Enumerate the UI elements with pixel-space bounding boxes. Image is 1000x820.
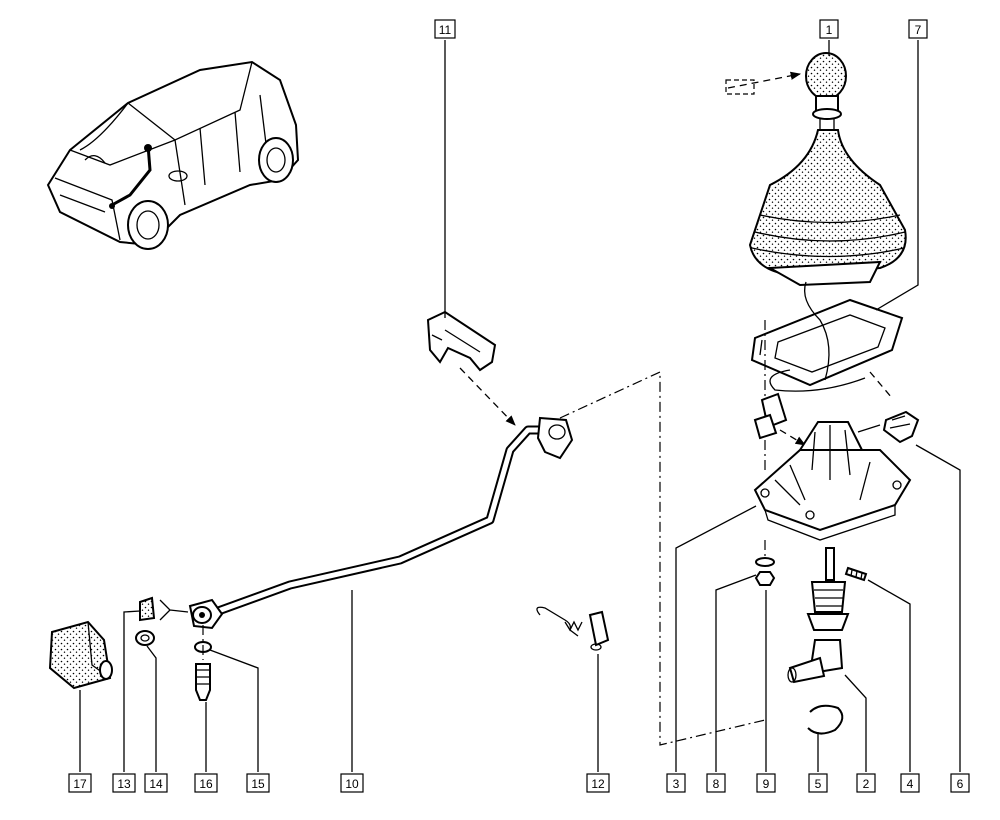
callout-4-label: 4 xyxy=(907,777,914,791)
retainer-clip xyxy=(857,410,920,444)
lever-housing xyxy=(753,421,912,541)
callout-7-label: 7 xyxy=(915,23,922,37)
callout-10: 10 xyxy=(340,773,364,793)
gear-boot xyxy=(748,129,907,287)
callout-1: 1 xyxy=(819,19,839,39)
callout-5-label: 5 xyxy=(815,777,822,791)
callout-15: 15 xyxy=(246,773,270,793)
rubber-cover xyxy=(48,620,113,690)
bush-and-washer xyxy=(135,596,212,701)
callout-2: 2 xyxy=(856,773,876,793)
callout-8: 8 xyxy=(706,773,726,793)
callout-11-label: 11 xyxy=(439,23,452,37)
callout-12-label: 12 xyxy=(591,777,605,791)
callout-4: 4 xyxy=(900,773,920,793)
callout-14: 14 xyxy=(144,773,168,793)
callout-15-label: 15 xyxy=(251,777,265,791)
callout-16-label: 16 xyxy=(199,777,213,791)
pivot-assembly xyxy=(787,547,868,735)
callout-8-label: 8 xyxy=(713,777,720,791)
callout-9-label: 9 xyxy=(763,777,770,791)
callout-17: 17 xyxy=(68,773,92,793)
callout-3-label: 3 xyxy=(673,777,680,791)
callout-6: 6 xyxy=(950,773,970,793)
car-locator-illustration xyxy=(46,60,300,250)
callout-12: 12 xyxy=(586,773,610,793)
gear-control-rod xyxy=(188,416,574,630)
assembly-axis-line xyxy=(559,371,766,746)
callout-9: 9 xyxy=(756,773,776,793)
callout-3: 3 xyxy=(666,773,686,793)
boot-frame-gasket xyxy=(750,281,904,470)
callout-1-label: 1 xyxy=(826,23,833,37)
electrical-connector xyxy=(753,392,806,446)
callout-13-label: 13 xyxy=(117,777,131,791)
callout-17-label: 17 xyxy=(73,777,87,791)
leader-lines xyxy=(79,40,961,772)
callout-10-label: 10 xyxy=(345,777,359,791)
gear-knob xyxy=(725,52,847,130)
callout-5: 5 xyxy=(808,773,828,793)
callout-11: 11 xyxy=(434,19,456,39)
callout-14-label: 14 xyxy=(149,777,163,791)
housing-nut xyxy=(754,540,776,586)
callout-2-label: 2 xyxy=(863,777,870,791)
return-spring xyxy=(536,606,610,651)
callout-6-label: 6 xyxy=(957,777,964,791)
rod-bracket xyxy=(426,310,516,426)
callout-13: 13 xyxy=(112,773,136,793)
callout-16: 16 xyxy=(194,773,218,793)
callout-7: 7 xyxy=(908,19,928,39)
